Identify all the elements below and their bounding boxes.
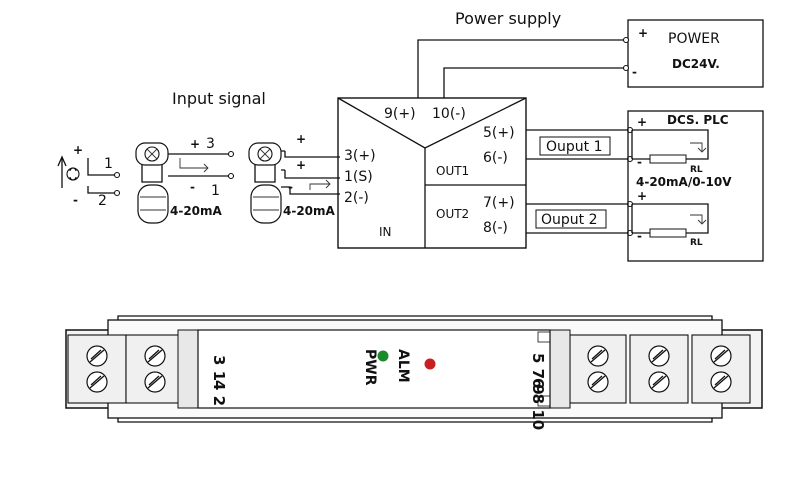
device-housing: 3 1 4 2 5 7 9 6 8 10 PWR ALM (65, 315, 763, 430)
transmitter2-minus-label: - (288, 180, 293, 194)
transmitter2-plus-a-label: + (296, 132, 306, 146)
pin-3-label: 3(+) (344, 148, 376, 164)
transmitter-plus-label: + (190, 137, 200, 151)
output-1-label: Ouput 1 (546, 139, 603, 155)
isolator-module: 9(+) 10(-) 3(+) 1(S) 2(-) 5(+) 6(-) 7(+)… (337, 97, 527, 249)
output-2-wiring: Ouput 2 + - RL (526, 189, 709, 248)
transmitter-2wire: + + - 4-20mA (248, 132, 340, 224)
source-pin-2-label: 2 (98, 193, 107, 209)
source-pin-1-label: 1 (104, 156, 113, 172)
screw-terminal[interactable] (648, 371, 670, 393)
screw-terminal[interactable] (648, 345, 670, 367)
pin-10-label: 10(-) (432, 106, 466, 122)
output-2-plus-label: + (637, 189, 647, 203)
pin-9-label: 9(+) (384, 106, 416, 122)
power-name-label: POWER (668, 31, 720, 47)
transmitter-minus-label: - (190, 180, 195, 194)
right-top-terminal-numbers: 5 7 9 (529, 353, 547, 395)
power-supply-title: Power supply (455, 9, 561, 28)
power-source-box: + - POWER DC24V. (627, 19, 764, 88)
power-minus-wire (443, 67, 628, 98)
output-1-wiring: Ouput 1 + - RL (526, 115, 709, 175)
alm-led (424, 358, 436, 370)
pin-1-label: 1(S) (344, 169, 373, 185)
pin-7-label: 7(+) (483, 195, 515, 211)
dcs-name-label: DCS. PLC (667, 113, 729, 127)
transmitter2-range-label: 4-20mA (283, 204, 336, 218)
pwr-label: PWR (362, 349, 378, 386)
screw-terminal[interactable] (144, 345, 166, 367)
power-voltage-label: DC24V. (672, 57, 720, 71)
screw-terminal[interactable] (710, 345, 732, 367)
pin-6-label: 6(-) (483, 150, 508, 166)
pin-8-label: 8(-) (483, 220, 508, 236)
output-1-rl-label: RL (690, 165, 703, 175)
screw-terminal[interactable] (710, 371, 732, 393)
power-plus-terminal (622, 36, 630, 44)
screw-terminal[interactable] (587, 345, 609, 367)
transmitter-pin-3-label: 3 (206, 136, 215, 152)
power-plus-wire (417, 39, 628, 98)
pin-5-label: 5(+) (483, 125, 515, 141)
screw-terminal[interactable] (86, 371, 108, 393)
module-out2-label: OUT2 (436, 207, 469, 221)
dcs-plc-box: DCS. PLC 4-20mA/0-10V (627, 110, 764, 262)
output-2-minus-label: - (637, 229, 642, 243)
pwr-led (377, 350, 389, 362)
transmitter-pin-1-label: 1 (211, 183, 220, 199)
screw-terminal[interactable] (587, 371, 609, 393)
input-signal-title: Input signal (172, 89, 266, 108)
pin-2-label: 2(-) (344, 190, 369, 206)
transmitter2-plus-b-label: + (296, 158, 306, 172)
output-2-label: Ouput 2 (541, 212, 598, 228)
alm-label: ALM (395, 349, 411, 383)
power-minus-label: - (632, 65, 637, 79)
power-plus-label: + (638, 26, 648, 40)
module-out1-label: OUT1 (436, 164, 469, 178)
output-1-plus-label: + (637, 115, 647, 129)
output-1-minus-label: - (637, 155, 642, 169)
module-in-label: IN (379, 225, 392, 239)
transmitter-range-label: 4-20mA (170, 204, 223, 218)
screw-terminal[interactable] (144, 371, 166, 393)
left-bottom-terminal-numbers: 4 2 (210, 380, 228, 406)
current-source: + - 1 2 (57, 143, 121, 209)
output-2-rl-label: RL (690, 238, 703, 248)
screw-terminal[interactable] (86, 345, 108, 367)
transmitter-3wire: + 3 - 1 4-20mA (135, 136, 235, 224)
dcs-range-label: 4-20mA/0-10V (636, 175, 732, 189)
left-top-terminal-numbers: 3 1 (210, 355, 228, 381)
source-minus-label: - (73, 193, 78, 207)
source-plus-label: + (73, 143, 83, 157)
power-minus-terminal (622, 64, 630, 72)
